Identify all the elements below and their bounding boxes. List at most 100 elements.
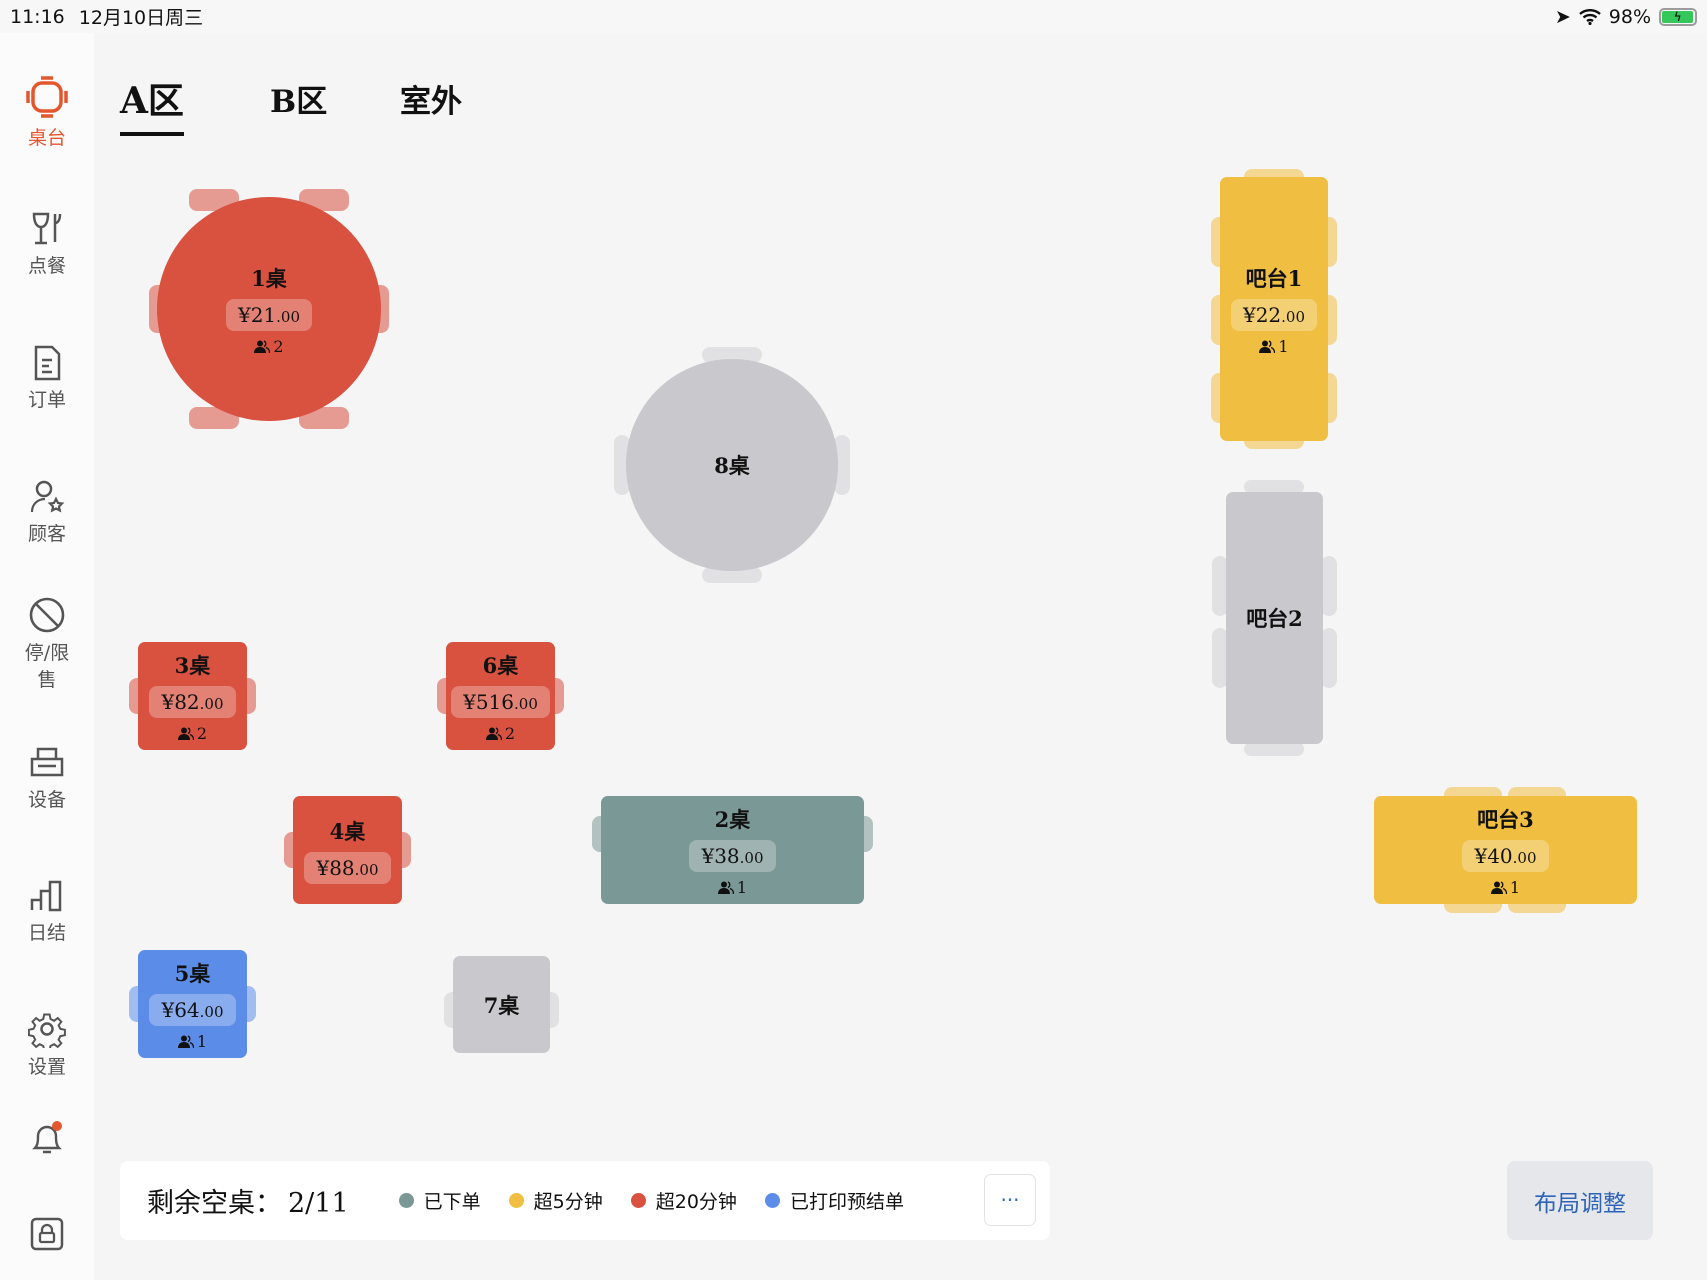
legend-ordered: 已下单 — [398, 1187, 481, 1214]
sidebar-item-settings[interactable]: 设置 — [0, 1010, 94, 1079]
table-top — [1374, 796, 1637, 904]
legend-label: 已下单 — [423, 1191, 481, 1213]
remaining-label: 剩余空桌： — [147, 1188, 282, 1219]
table-guests: 1 — [1490, 877, 1521, 897]
printer-icon — [30, 747, 64, 777]
remaining-tables: 剩余空桌：2/11 — [147, 1181, 349, 1220]
lock-button[interactable] — [0, 1216, 94, 1256]
table-top — [293, 796, 402, 904]
table-info: 4桌 ¥88.00 — [304, 816, 391, 884]
guest-count: 2 — [196, 723, 208, 743]
chair — [702, 567, 762, 583]
sidebar-item-label: 设备 — [27, 789, 66, 811]
amount-main: ¥82 — [161, 689, 200, 714]
sidebar-item-orders[interactable]: 订单 — [0, 345, 94, 412]
wifi-icon — [1578, 8, 1601, 25]
table-top — [446, 642, 555, 750]
table-2[interactable]: 8桌 — [614, 347, 850, 583]
table-amount: ¥40.00 — [1462, 839, 1549, 872]
table-top — [138, 642, 247, 750]
sidebar-item-devices[interactable]: 设备 — [0, 745, 94, 812]
amount-main: ¥21 — [237, 302, 277, 327]
table-info: 7桌 — [484, 990, 520, 1020]
amount-main: ¥88 — [316, 856, 355, 880]
customer-icon — [30, 480, 65, 513]
chair — [834, 435, 850, 495]
gear-icon — [28, 1013, 66, 1048]
table-amount: ¥516.00 — [451, 685, 550, 718]
people-icon — [1259, 339, 1276, 353]
table-amount: ¥22.00 — [1230, 298, 1318, 331]
sidebar-item-daily-close[interactable]: 日结 — [0, 878, 94, 945]
table-name: 6桌 — [482, 652, 519, 678]
people-icon — [177, 1034, 194, 1048]
sidebar-item-tables[interactable]: 桌台 — [0, 75, 94, 150]
table-top — [626, 359, 838, 571]
sidebar: 桌台 点餐 订单 顾客 停/限 售 设备 日结 设置 — [0, 33, 94, 1280]
tab-outdoor[interactable]: 室外 — [400, 84, 462, 120]
guest-count: 2 — [273, 336, 284, 356]
legend-label: 超20分钟 — [655, 1191, 737, 1213]
tab-area-a[interactable]: A区 — [120, 72, 184, 136]
table-name: 2桌 — [714, 806, 751, 832]
legend-label: 超5分钟 — [533, 1191, 603, 1213]
sidebar-item-order-food[interactable]: 点餐 — [0, 211, 94, 278]
status-legend: 已下单 超5分钟 超20分钟 已打印预结单 — [398, 1187, 904, 1214]
guest-count: 1 — [1509, 877, 1521, 897]
table-info: 8桌 — [714, 450, 750, 480]
sidebar-item-label: 顾客 — [27, 523, 66, 545]
ban-icon — [29, 597, 65, 633]
dining-icon — [32, 212, 62, 245]
guest-count: 1 — [1278, 336, 1289, 356]
bell-icon — [32, 1121, 62, 1154]
more-button[interactable]: ··· — [984, 1174, 1036, 1226]
legend-dot — [764, 1193, 780, 1208]
table-amount: ¥38.00 — [689, 839, 776, 872]
table-name: 4桌 — [329, 819, 366, 844]
order-icon — [34, 345, 61, 381]
chair — [1321, 556, 1337, 616]
table-name: 8桌 — [714, 453, 750, 478]
amount-main: ¥64 — [161, 997, 200, 1022]
table-name: 5桌 — [174, 960, 211, 986]
notifications-button[interactable] — [0, 1118, 94, 1162]
guest-count: 2 — [504, 723, 516, 743]
status-time: 11:16 — [10, 5, 65, 28]
people-icon — [717, 880, 734, 894]
amount-cents: .00 — [354, 861, 379, 879]
table-top — [601, 796, 864, 904]
table-top — [1226, 492, 1323, 744]
table-name: 1桌 — [251, 265, 287, 291]
table-amount: ¥88.00 — [304, 852, 391, 884]
sidebar-item-label: 日结 — [27, 922, 66, 944]
sidebar-item-label: 点餐 — [27, 255, 66, 277]
table-6[interactable]: 6桌 ¥516.00 2 — [437, 642, 564, 750]
legend-over-5min: 超5分钟 — [508, 1187, 603, 1214]
table-4[interactable]: 吧台2 — [1212, 480, 1337, 756]
chair — [1212, 556, 1228, 616]
table-7[interactable]: 4桌 ¥88.00 — [284, 796, 411, 904]
tab-area-b[interactable]: B区 — [270, 84, 328, 120]
sidebar-item-stop-sale[interactable]: 停/限 售 — [0, 596, 94, 692]
sidebar-item-label: 桌台 — [27, 127, 66, 149]
chair — [1212, 628, 1228, 688]
status-bar: 11:16 12月10日周三 ➤ 98% ϟ — [0, 0, 1707, 33]
lock-icon — [30, 1217, 64, 1251]
table-info: 吧台2 — [1246, 603, 1303, 633]
amount-main: ¥38 — [701, 843, 740, 868]
layout-adjust-button[interactable]: 布局调整 — [1507, 1161, 1653, 1240]
table-11[interactable]: 7桌 — [444, 956, 559, 1053]
table-amount: ¥64.00 — [149, 993, 236, 1026]
sidebar-item-label: 售 — [37, 669, 57, 691]
sidebar-item-label: 订单 — [27, 389, 66, 411]
sidebar-item-customers[interactable]: 顾客 — [0, 479, 94, 546]
